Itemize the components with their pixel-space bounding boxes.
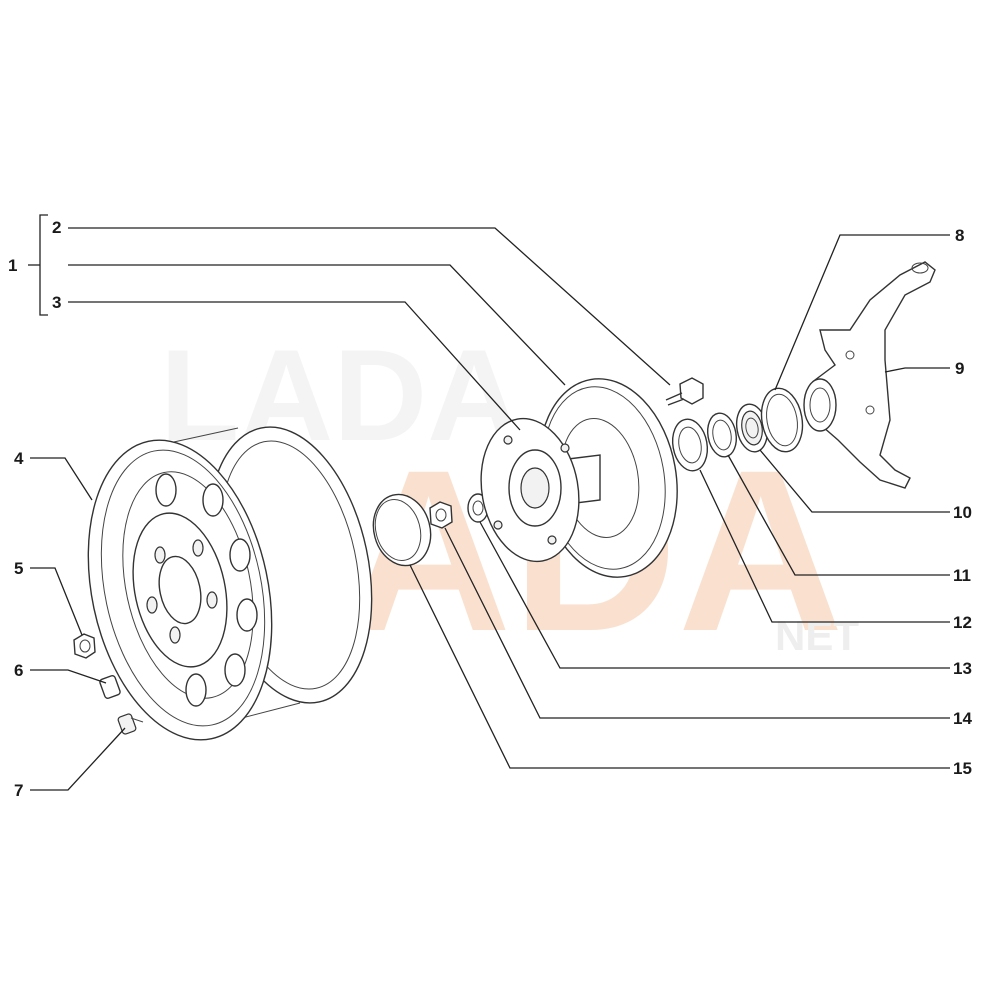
callout-3: 3 [52,293,61,312]
callout-6: 6 [14,661,23,680]
wheel-nut [73,633,96,659]
callout-labels: 1 2 3 4 5 6 7 8 9 10 11 12 13 14 15 [8,218,972,800]
callout-2: 2 [52,218,61,237]
callout-14: 14 [953,709,972,728]
oil-seal [671,418,709,472]
leader-lines [28,214,950,791]
callout-8: 8 [955,226,964,245]
watermark-suffix-text: NET [775,612,859,659]
callout-1: 1 [8,256,17,275]
hub-nut [429,501,453,529]
callout-4: 4 [14,449,24,468]
wheel-hub [480,417,601,563]
callout-13: 13 [953,659,972,678]
callout-15: 15 [953,759,972,778]
tire-valve [117,713,144,735]
callout-9: 9 [955,359,964,378]
bearing-ring [706,412,738,458]
wheel-rim [87,426,373,741]
steering-knuckle [803,261,936,489]
watermark-ghost-text: LADA [160,322,521,468]
callout-12: 12 [953,613,972,632]
callout-11: 11 [953,566,971,585]
callout-5: 5 [14,559,23,578]
hub-cap [372,493,432,567]
retaining-ring [760,387,804,453]
guide-bolt [665,377,704,406]
valve-cap [99,675,121,699]
callout-10: 10 [953,503,972,522]
hub-bearing [735,403,769,453]
callout-7: 7 [14,781,23,800]
